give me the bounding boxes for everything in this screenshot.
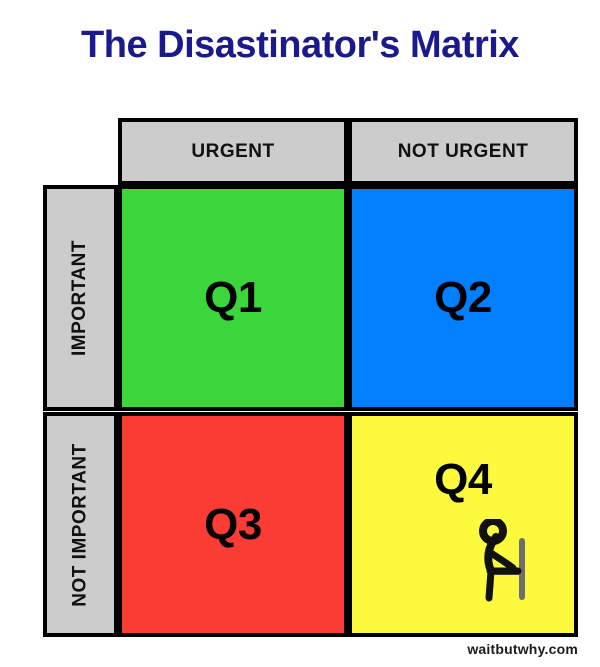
watermark: waitbutwhy.com — [467, 641, 578, 657]
column-header-urgent: URGENT — [118, 118, 348, 185]
stick-figure-at-desk-icon — [479, 519, 525, 602]
row-header-not-important: NOT IMPORTANT — [43, 412, 118, 637]
quadrant-q2: Q2 — [348, 185, 578, 411]
quadrant-q4: Q4 — [348, 412, 578, 637]
quadrant-q2-label: Q2 — [434, 273, 492, 322]
column-header-urgent-label: URGENT — [191, 140, 275, 162]
quadrant-q3: Q3 — [118, 412, 348, 637]
page-title: The Disastinator's Matrix — [81, 24, 519, 66]
row-header-not-important-label: NOT IMPORTANT — [69, 442, 91, 607]
quadrant-q1: Q1 — [118, 185, 348, 411]
column-header-not-urgent: NOT URGENT — [348, 118, 578, 185]
quadrant-q4-label: Q4 — [434, 455, 492, 504]
row-header-important: IMPORTANT — [43, 185, 118, 411]
eisenhower-matrix: URGENT NOT URGENT IMPORTANT NOT IMPORTAN… — [43, 118, 578, 637]
quadrant-q1-label: Q1 — [204, 273, 262, 322]
quadrant-q3-label: Q3 — [204, 499, 262, 549]
column-header-not-urgent-label: NOT URGENT — [397, 140, 529, 162]
row-header-important-label: IMPORTANT — [69, 239, 91, 357]
